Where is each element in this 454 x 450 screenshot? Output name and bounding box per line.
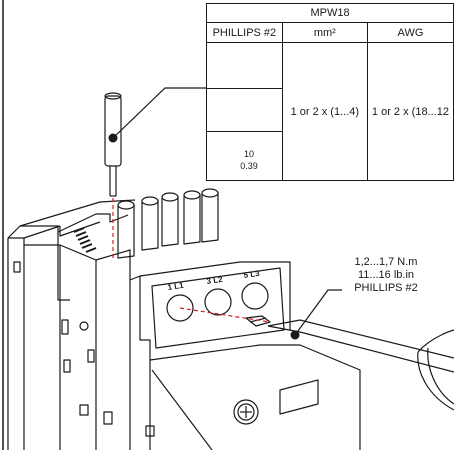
probe-tool [104,92,122,197]
probe-leader-line [112,87,208,139]
torque-leader-line [294,289,342,336]
column-header-mm2: mm² [281,22,368,43]
strip-length-inch: 0.39 [240,161,258,171]
strip-length-mm: 10 [243,149,254,159]
spec-table: MPW18 PHILLIPS #2 mm² AWG 1 or 2 x (1...… [206,3,454,181]
screwdriver [267,319,454,411]
contactor-body [7,188,361,450]
wire-ferrule-cell-1 [206,42,283,89]
torque-nm: 1,2...1,7 N.m [354,256,418,268]
table-title: MPW18 [206,3,454,23]
torque-tool: PHILLIPS #2 [354,282,418,294]
torque-lbin: 11...16 lb.in [357,269,415,281]
screw-guide-dashed [179,307,271,323]
awg-value: 1 or 2 x (18...12 [366,42,454,181]
terminal-label-l1: 1 L1 [167,281,185,292]
column-header-tool: PHILLIPS #2 [206,22,283,43]
mm2-value: 1 or 2 x (1...4) [281,42,368,181]
terminal-label-l2: 3 L2 [206,275,224,286]
terminal-label-l3: 5 L3 [243,269,261,280]
wire-stripped-cell [206,131,283,181]
wire-ferrule-cell-2 [206,88,283,132]
torque-caption: 1,2...1,7 N.m 11...16 lb.in PHILLIPS #2 [334,256,438,295]
column-header-awg: AWG [366,22,454,43]
